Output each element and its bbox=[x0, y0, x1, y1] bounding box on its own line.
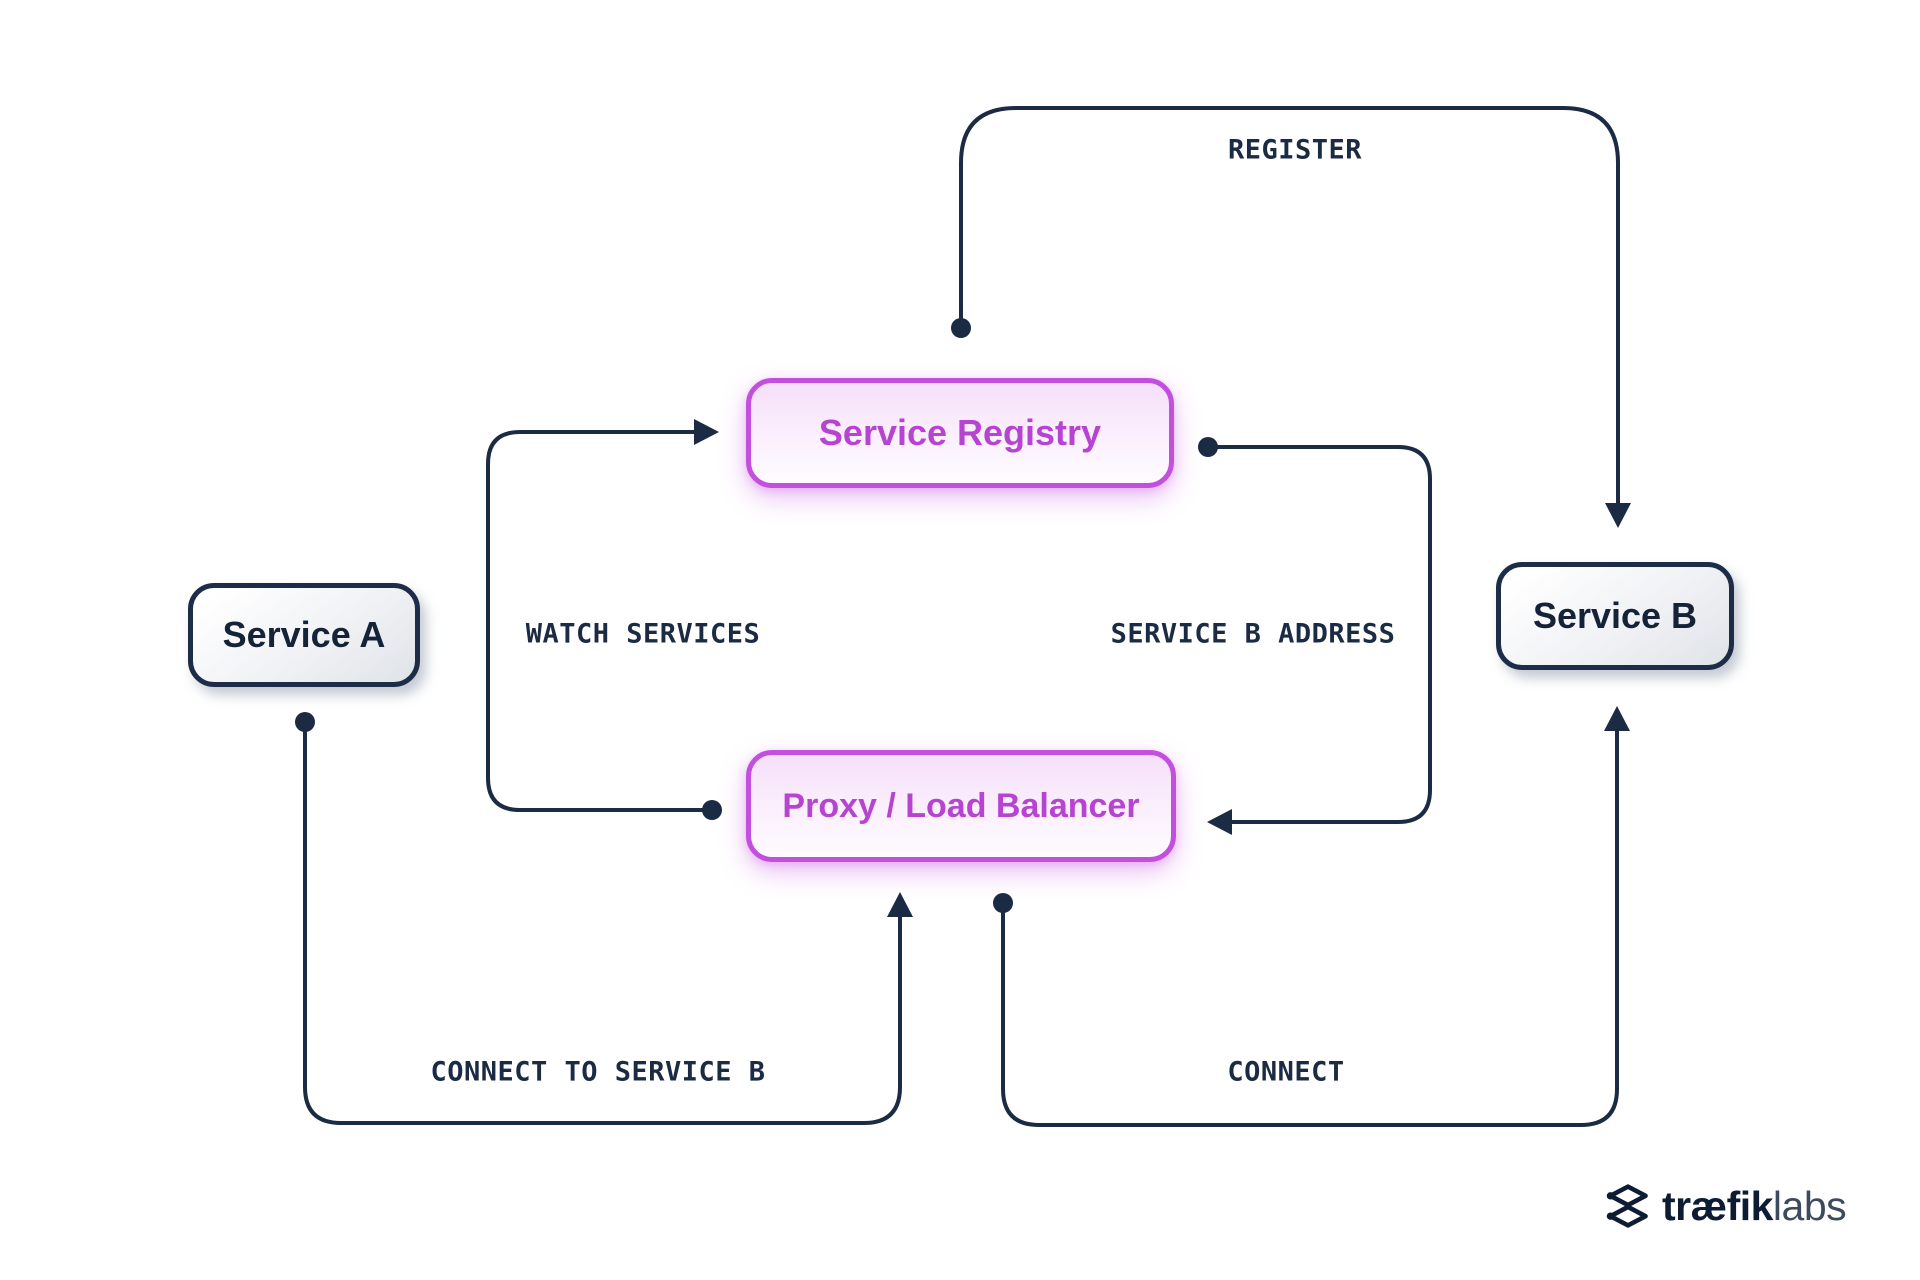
edge-watch-services-path bbox=[486, 430, 712, 812]
node-service-registry-label: Service Registry bbox=[818, 412, 1102, 453]
node-service-registry: Service Registry bbox=[746, 378, 1174, 488]
edge-register-path bbox=[959, 106, 1620, 503]
node-proxy-load-balancer: Proxy / Load Balancer bbox=[746, 750, 1176, 862]
node-service-a-label: Service A bbox=[222, 614, 386, 655]
brand-wordmark: træfiklabs bbox=[1662, 1182, 1847, 1229]
edge-register bbox=[951, 106, 1631, 528]
node-service-a: Service A bbox=[188, 583, 420, 687]
edge-connect-to-service-b-path bbox=[303, 722, 902, 1125]
traefiklabs-logo: træfiklabs bbox=[1604, 1180, 1847, 1232]
edge-register-arrowhead bbox=[1605, 503, 1631, 528]
edge-connect-to-service-b bbox=[295, 712, 913, 1125]
edge-label-watch-services: WATCH SERVICES bbox=[525, 618, 761, 650]
edge-connect-arrowhead bbox=[1604, 706, 1630, 731]
edge-label-connect: CONNECT bbox=[1227, 1056, 1345, 1088]
edge-service-b-address bbox=[1198, 437, 1432, 835]
node-service-b: Service B bbox=[1496, 562, 1734, 670]
edge-service-b-address-arrowhead bbox=[1207, 809, 1232, 835]
edge-label-service-b-address: SERVICE B ADDRESS bbox=[1110, 618, 1396, 650]
traefik-logo-icon bbox=[1606, 1184, 1648, 1228]
edge-service-b-address-path bbox=[1208, 445, 1432, 824]
edge-connect bbox=[993, 706, 1630, 1127]
edge-watch-services-arrowhead bbox=[694, 419, 719, 445]
edge-label-connect-to-service-b: CONNECT TO SERVICE B bbox=[430, 1056, 766, 1088]
node-proxy-load-balancer-label: Proxy / Load Balancer bbox=[782, 786, 1140, 825]
edge-connect-path bbox=[1001, 731, 1619, 1127]
brand-labs: labs bbox=[1772, 1182, 1847, 1229]
edge-label-register: REGISTER bbox=[1227, 134, 1363, 166]
node-service-b-label: Service B bbox=[1532, 595, 1698, 636]
edge-watch-services bbox=[486, 419, 722, 820]
brand-traefik: træfik bbox=[1662, 1182, 1773, 1229]
edge-connect-to-service-b-arrowhead bbox=[887, 892, 913, 917]
